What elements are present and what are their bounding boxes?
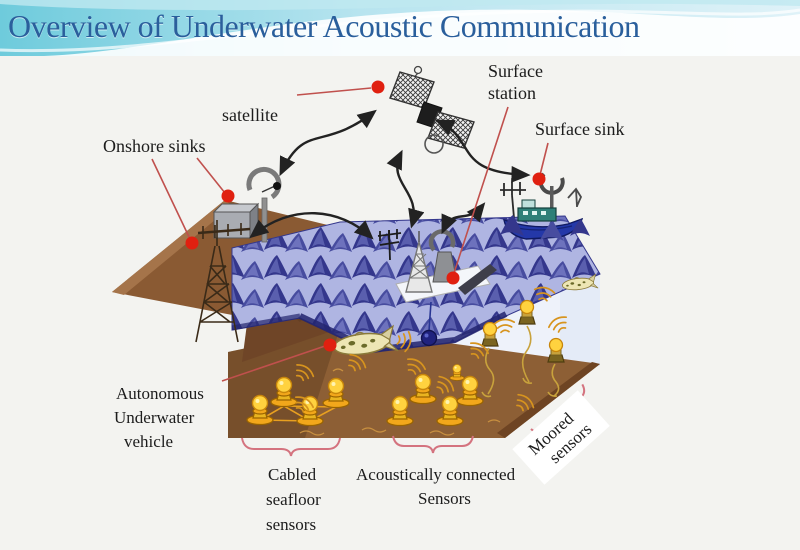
leader-surface-station <box>453 106 509 274</box>
label-auv-1: Autonomous <box>116 384 204 403</box>
moored-sensors-group <box>481 299 565 398</box>
seafloor-texture <box>299 368 501 436</box>
hydrophone-ball <box>420 329 438 347</box>
surface-station-tower-icon <box>405 231 433 293</box>
leader-auv <box>221 345 326 382</box>
onshore-building-icon <box>212 202 260 240</box>
surface-station-ramp <box>458 264 497 295</box>
title-wave-stroke <box>0 8 800 53</box>
leader-lines <box>151 87 549 382</box>
label-cabled-1: Cabled <box>268 465 317 484</box>
arrow-shore-ocean <box>249 212 374 240</box>
title-wave-white <box>0 9 800 56</box>
comm-arrows <box>249 109 531 240</box>
dot-surface-station <box>446 271 460 285</box>
leader-satellite <box>296 87 372 96</box>
label-surface-station-1: Surface <box>488 61 543 81</box>
page-title: Overview of Underwater Acoustic Communic… <box>8 8 640 44</box>
label-cabled-2: seafloor <box>266 490 321 509</box>
brace-cabled <box>241 437 341 457</box>
red-marker-dots <box>185 80 546 352</box>
label-auv-2: Underwater <box>114 408 195 427</box>
leader-surface-sink <box>539 142 549 176</box>
dot-satellite <box>371 80 385 94</box>
title-band-decoration <box>0 0 800 56</box>
label-moored-group: Moored sensors <box>512 390 610 485</box>
dot-onshore-b <box>185 236 199 250</box>
dot-auv <box>323 338 337 352</box>
title-wave-top <box>0 0 800 11</box>
hydrophone-line <box>420 301 438 347</box>
arrow-station-ship <box>441 202 486 235</box>
dot-surface-sink <box>532 172 546 186</box>
surface-station-antenna-icon <box>377 229 402 261</box>
ship-bow-waves <box>500 215 590 241</box>
arrow-satellite-ship <box>434 119 531 183</box>
slide-title-band: Overview of Underwater Acoustic Communic… <box>0 0 800 56</box>
label-acoustic-1: Acoustically connected <box>356 465 516 484</box>
cabled-sensors-group <box>246 376 350 427</box>
leader-onshore-b <box>151 158 191 240</box>
onshore-radio-tower-icon <box>195 220 251 343</box>
leader-onshore-a <box>196 157 226 194</box>
brace-acoustic <box>392 435 474 454</box>
moored-label-bg <box>512 390 610 485</box>
label-acoustic-2: Sensors <box>418 489 471 508</box>
arrow-dish-satellite <box>279 109 377 177</box>
label-surface-sink: Surface sink <box>535 119 624 139</box>
dot-onshore-a <box>221 189 235 203</box>
label-cabled-3: sensors <box>266 515 316 534</box>
arrow-satellite-station <box>386 149 425 229</box>
label-onshore-sinks: Onshore sinks <box>103 136 206 156</box>
label-surface-station-2: station <box>488 83 536 103</box>
label-satellite: satellite <box>222 105 278 125</box>
label-auv-3: vehicle <box>124 432 173 451</box>
